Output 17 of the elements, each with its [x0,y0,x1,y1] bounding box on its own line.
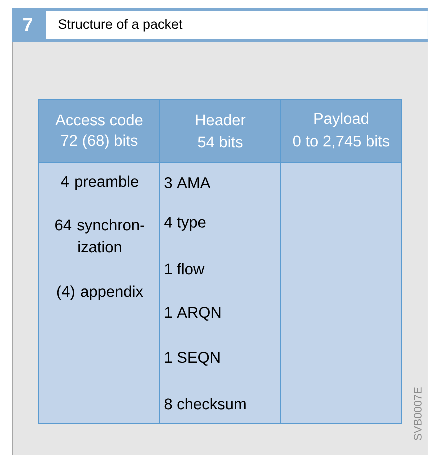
header-text: Payload [314,112,368,128]
header-text: Header [196,114,246,126]
cell-text: 4 type [164,217,206,231]
header-text: 72 (68) bits [62,134,138,150]
cell-text: 64 synchron- ization [56,219,145,253]
cell-text: 4 preamble [61,176,138,190]
header-text: Access code [56,114,143,126]
cell-text: 1 SEQN [165,352,220,366]
cell-text: 8 checksum [164,398,246,410]
cell-text: 1 flow [165,263,205,275]
figure-code: SVB0007E [414,388,422,440]
figure-number: 7 [24,18,32,32]
cell-text: 3 AMA [164,178,211,188]
cell-text: 1 ARQN [165,307,221,321]
cell-text: (4) appendix [57,286,144,300]
header-text: 54 bits [198,136,243,148]
header-text: 0 to 2,745 bits [293,135,390,149]
